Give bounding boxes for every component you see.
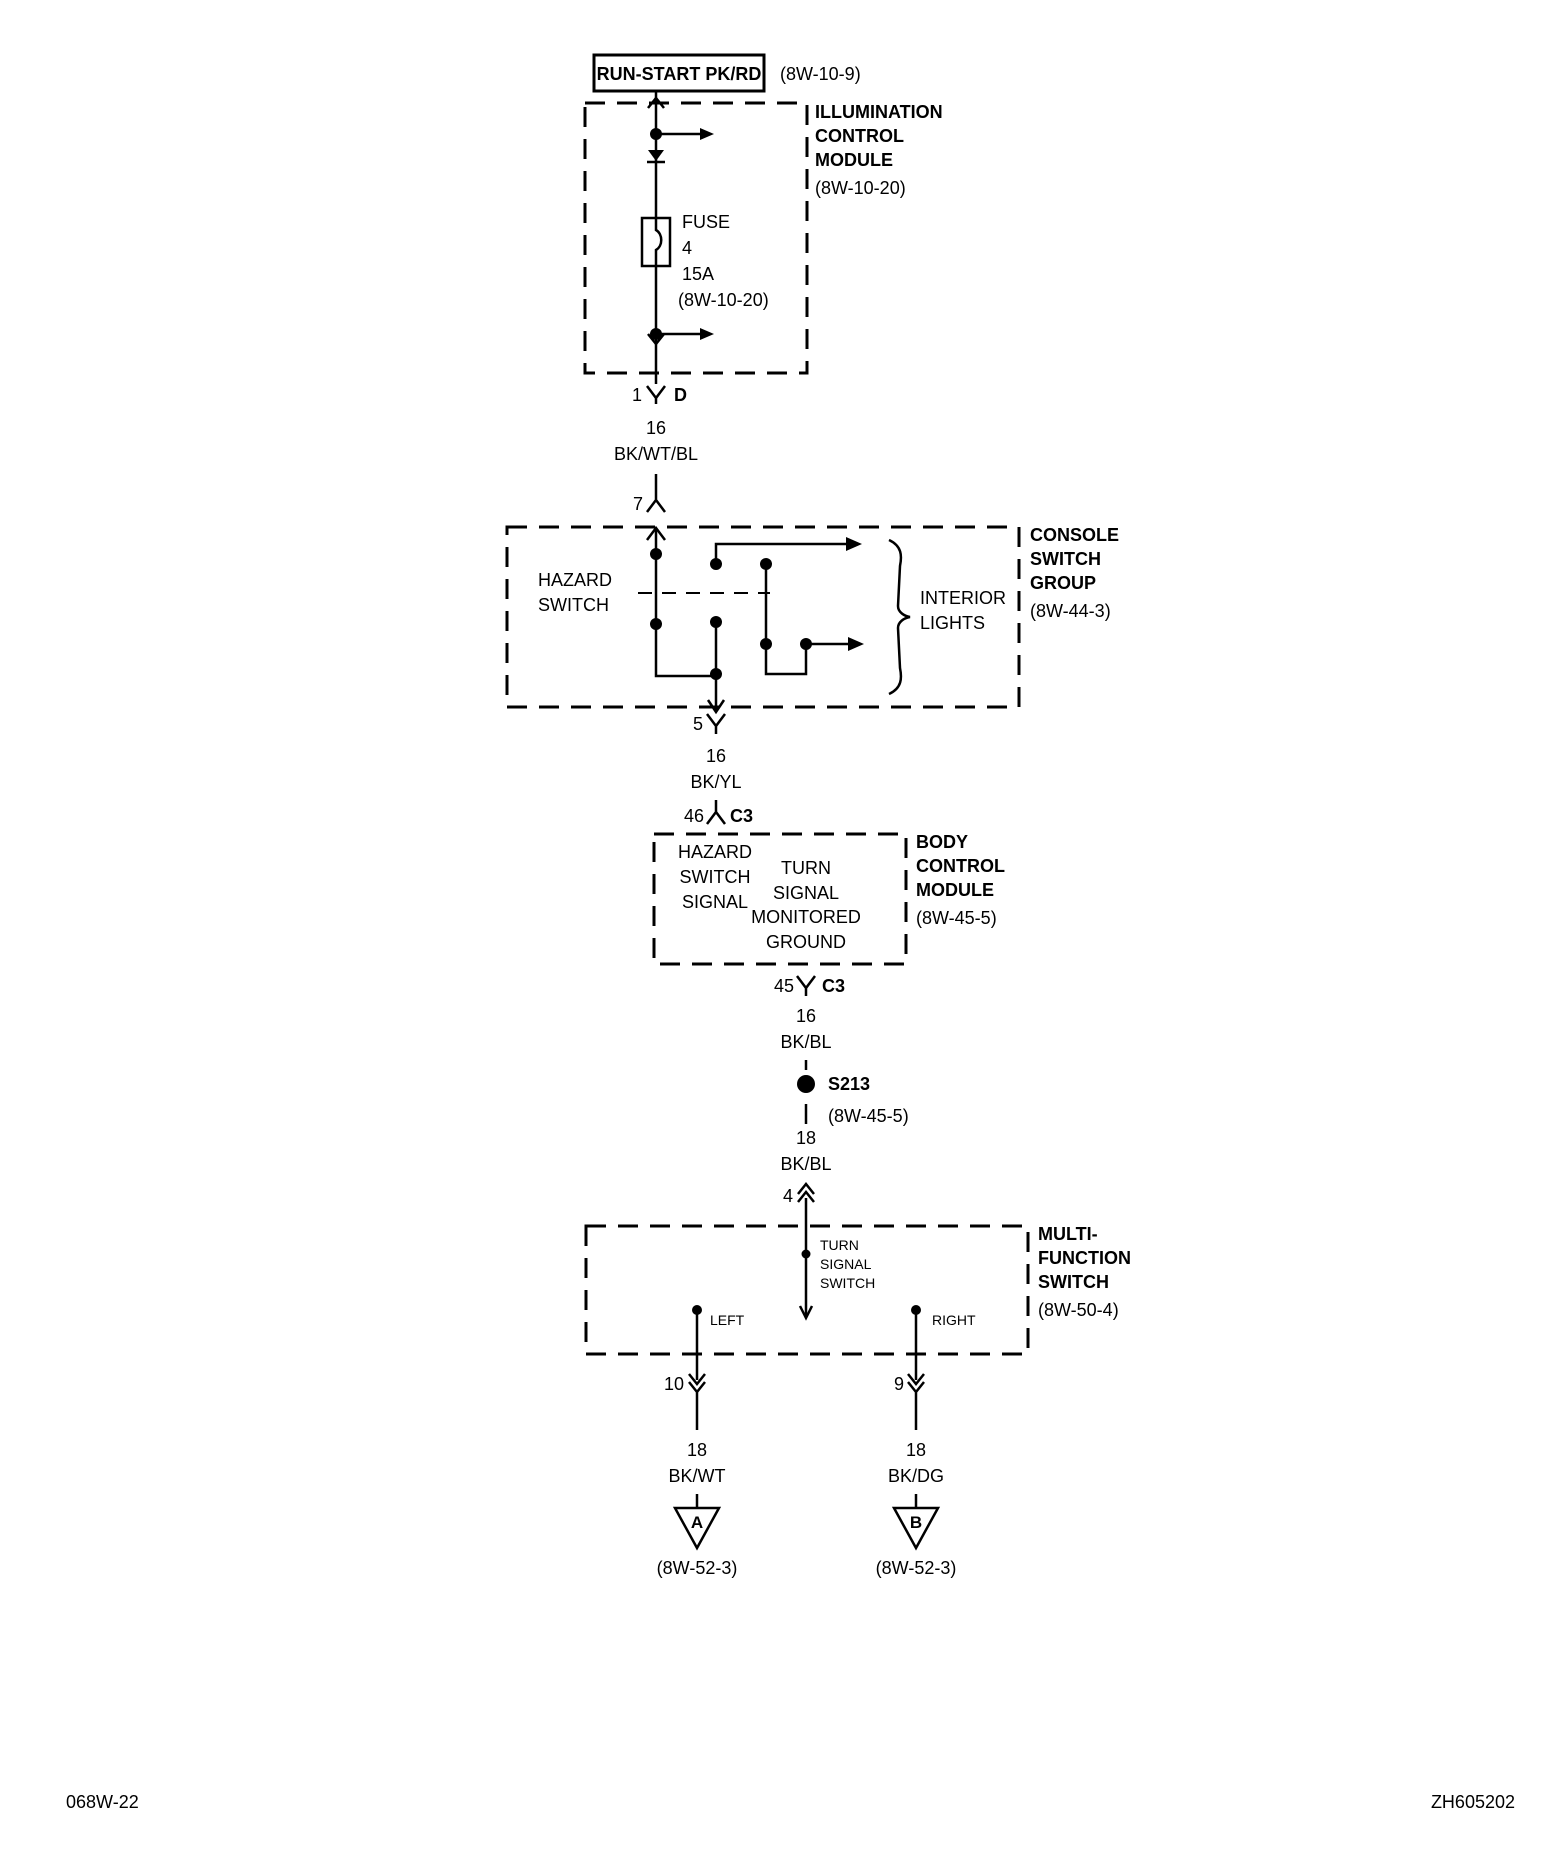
source-label: RUN-START PK/RD [597, 64, 762, 84]
output-b-color: BK/DG [888, 1466, 944, 1486]
fuse-label-3: 15A [682, 264, 714, 284]
bcm-input-pin: 46 [684, 806, 704, 826]
bcm-name-2: CONTROL [916, 856, 1005, 876]
bcm-output-pin: 45 [774, 976, 794, 996]
right-contact-label: RIGHT [932, 1312, 976, 1328]
output-b-marker-letter: B [910, 1513, 922, 1532]
mfs-name-1: MULTI- [1038, 1224, 1098, 1244]
bcm-input-connector [706, 800, 726, 825]
console-output-pin: 5 [693, 714, 703, 734]
console-output-connector [706, 713, 726, 734]
left-output-connector [688, 1373, 706, 1430]
hazard-signal-label-1: HAZARD [678, 842, 752, 862]
output-a-reference: (8W-52-3) [657, 1558, 738, 1578]
console-switch-group-reference: (8W-44-3) [1030, 601, 1111, 621]
interior-lights-label-2: LIGHTS [920, 613, 985, 633]
turn-signal-ground-label-1: TURN [781, 858, 831, 878]
wire-4-gauge: 18 [796, 1128, 816, 1148]
console-switch-group-name-2: SWITCH [1030, 549, 1101, 569]
wire-2-gauge: 16 [706, 746, 726, 766]
turn-signal-switch-label-3: SWITCH [820, 1275, 875, 1291]
hazard-signal-label-2: SWITCH [680, 867, 751, 887]
wire-3-gauge: 16 [796, 1006, 816, 1026]
turn-signal-switch-label-2: SIGNAL [820, 1256, 872, 1272]
hazard-signal-label-3: SIGNAL [682, 892, 748, 912]
left-output-pin: 10 [664, 1374, 684, 1394]
output-a-marker-letter: A [691, 1513, 703, 1532]
output-a-gauge: 18 [687, 1440, 707, 1460]
console-switch-group-name-3: GROUP [1030, 573, 1096, 593]
console-input-connector [646, 474, 666, 513]
console-switch-group-box [505, 525, 1021, 709]
fuse-label-4: (8W-10-20) [678, 290, 769, 310]
bcm-output-connector [796, 975, 816, 996]
fuse-label-1: FUSE [682, 212, 730, 232]
console-switch-group-name-1: CONSOLE [1030, 525, 1119, 545]
turn-signal-ground-label-4: GROUND [766, 932, 846, 952]
hazard-switch-label-2: SWITCH [538, 595, 609, 615]
wire-1-color: BK/WT/BL [614, 444, 698, 464]
turn-signal-ground-label-2: SIGNAL [773, 883, 839, 903]
console-input-pin: 7 [633, 494, 643, 514]
footer-left-code: 068W-22 [66, 1792, 139, 1812]
illumination-circuit [640, 91, 714, 384]
wire-4-color: BK/BL [780, 1154, 831, 1174]
bcm-name-1: BODY [916, 832, 968, 852]
turn-signal-switch-circuit [692, 1198, 921, 1380]
bcm-input-connector-id: C3 [730, 806, 753, 826]
output-a-color: BK/WT [669, 1466, 726, 1486]
output-b-reference: (8W-52-3) [876, 1558, 957, 1578]
illumination-module-name-1: ILLUMINATION [815, 102, 943, 122]
mfs-reference: (8W-50-4) [1038, 1300, 1119, 1320]
output-b-marker [891, 1506, 941, 1551]
right-output-pin: 9 [894, 1374, 904, 1394]
splice-s213-dot [797, 1075, 815, 1093]
turn-signal-ground-label-3: MONITORED [751, 907, 861, 927]
interior-lights-label-1: INTERIOR [920, 588, 1006, 608]
connector-d-id: D [674, 385, 687, 405]
mfs-name-3: SWITCH [1038, 1272, 1109, 1292]
illumination-module-name-2: CONTROL [815, 126, 904, 146]
fuse-label-2: 4 [682, 238, 692, 258]
output-b-gauge: 18 [906, 1440, 926, 1460]
source-reference: (8W-10-9) [780, 64, 861, 84]
hazard-switch-label-1: HAZARD [538, 570, 612, 590]
output-a-marker [672, 1506, 722, 1551]
mfs-name-2: FUNCTION [1038, 1248, 1131, 1268]
turn-signal-switch-label-1: TURN [820, 1237, 859, 1253]
left-contact-label: LEFT [710, 1312, 745, 1328]
connector-d-symbol [646, 385, 666, 404]
illumination-module-name-3: MODULE [815, 150, 893, 170]
wire-1-gauge: 16 [646, 418, 666, 438]
illumination-control-module-box [583, 101, 809, 375]
mfs-input-connector [797, 1181, 815, 1203]
bcm-reference: (8W-45-5) [916, 908, 997, 928]
splice-reference: (8W-45-5) [828, 1106, 909, 1126]
bcm-output-connector-id: C3 [822, 976, 845, 996]
footer-right-code: ZH605202 [1431, 1792, 1515, 1812]
source-box [592, 53, 766, 93]
connector-d-pin: 1 [632, 385, 642, 405]
bcm-name-3: MODULE [916, 880, 994, 900]
multifunction-switch-box [584, 1224, 1030, 1356]
splice-id: S213 [828, 1074, 870, 1094]
right-output-connector [907, 1373, 925, 1430]
illumination-module-reference: (8W-10-20) [815, 178, 906, 198]
wire-2-color: BK/YL [690, 772, 741, 792]
wire-3-color: BK/BL [780, 1032, 831, 1052]
hazard-switch-circuit [638, 525, 911, 715]
mfs-input-pin: 4 [783, 1186, 793, 1206]
